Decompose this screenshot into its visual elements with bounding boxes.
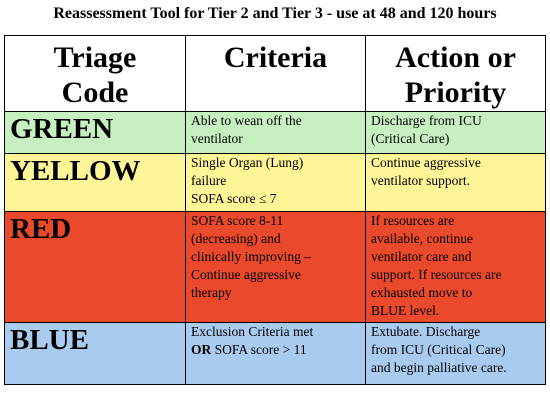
criteria-line: SOFA score ≤ 7 xyxy=(191,191,277,206)
triage-code-blue: BLUE xyxy=(4,322,186,385)
action-line: ventilator support. xyxy=(371,173,470,188)
table-row-red: RED SOFA score 8-11 (decreasing) and cli… xyxy=(4,211,546,323)
action-green: Discharge from ICU (Critical Care) xyxy=(365,111,546,154)
criteria-line: Exclusion Criteria met xyxy=(191,324,314,339)
header-triage-code-line2: Code xyxy=(61,76,129,109)
action-blue: Extubate. Discharge from ICU (Critical C… xyxy=(365,322,546,385)
criteria-line: ventilator xyxy=(191,131,243,146)
page-title: Reassessment Tool for Tier 2 and Tier 3 … xyxy=(53,5,497,22)
criteria-yellow: Single Organ (Lung) failure SOFA score ≤… xyxy=(185,153,366,212)
action-line: and begin palliative care. xyxy=(371,360,507,375)
criteria-line: (decreasing) and xyxy=(191,231,281,246)
criteria-line: SOFA score 8-11 xyxy=(191,213,284,228)
criteria-line: Able to wean off the xyxy=(191,113,302,128)
criteria-line: Single Organ (Lung) xyxy=(191,155,304,170)
triage-code-yellow: YELLOW xyxy=(4,153,186,212)
action-line: (Critical Care) xyxy=(371,131,450,146)
triage-table: Triage Code Criteria Action or Priority … xyxy=(4,35,546,385)
action-line: ventilator care and xyxy=(371,249,472,264)
header-criteria-label: Criteria xyxy=(223,41,328,74)
table-row-green: GREEN Able to wean off the ventilator Di… xyxy=(4,111,546,154)
criteria-line: therapy xyxy=(191,285,232,300)
table-row-yellow: YELLOW Single Organ (Lung) failure SOFA … xyxy=(4,153,546,212)
criteria-line: Continue aggressive xyxy=(191,267,301,282)
action-line: from ICU (Critical Care) xyxy=(371,342,506,357)
action-line: BLUE level. xyxy=(371,303,440,318)
criteria-line: SOFA score > 11 xyxy=(211,342,307,357)
action-line: support. If resources are xyxy=(371,267,502,282)
table-header-row: Triage Code Criteria Action or Priority xyxy=(4,35,546,112)
action-line: available, continue xyxy=(371,231,473,246)
action-line: exhausted move to xyxy=(371,285,473,300)
criteria-blue: Exclusion Criteria met OR SOFA score > 1… xyxy=(185,322,366,385)
criteria-green: Able to wean off the ventilator xyxy=(185,111,366,154)
action-red: If resources are available, continue ven… xyxy=(365,211,546,323)
criteria-or-emphasis: OR xyxy=(191,342,212,357)
table-row-blue: BLUE Exclusion Criteria met OR SOFA scor… xyxy=(4,322,546,385)
header-action-priority: Action or Priority xyxy=(365,35,546,112)
header-action-line2: Priority xyxy=(404,76,507,109)
criteria-red: SOFA score 8-11 (decreasing) and clinica… xyxy=(185,211,366,323)
header-triage-code-line1: Triage xyxy=(53,41,137,74)
triage-code-green: GREEN xyxy=(4,111,186,154)
action-yellow: Continue aggressive ventilator support. xyxy=(365,153,546,212)
triage-code-red: RED xyxy=(4,211,186,323)
action-line: Discharge from ICU xyxy=(371,113,482,128)
header-action-line1: Action or xyxy=(395,41,516,74)
action-line: If resources are xyxy=(371,213,455,228)
action-line: Continue aggressive xyxy=(371,155,481,170)
criteria-line: failure xyxy=(191,173,227,188)
action-line: Extubate. Discharge xyxy=(371,324,481,339)
header-criteria: Criteria xyxy=(185,35,366,112)
header-triage-code: Triage Code xyxy=(4,35,186,112)
criteria-line: clinically improving – xyxy=(191,249,311,264)
